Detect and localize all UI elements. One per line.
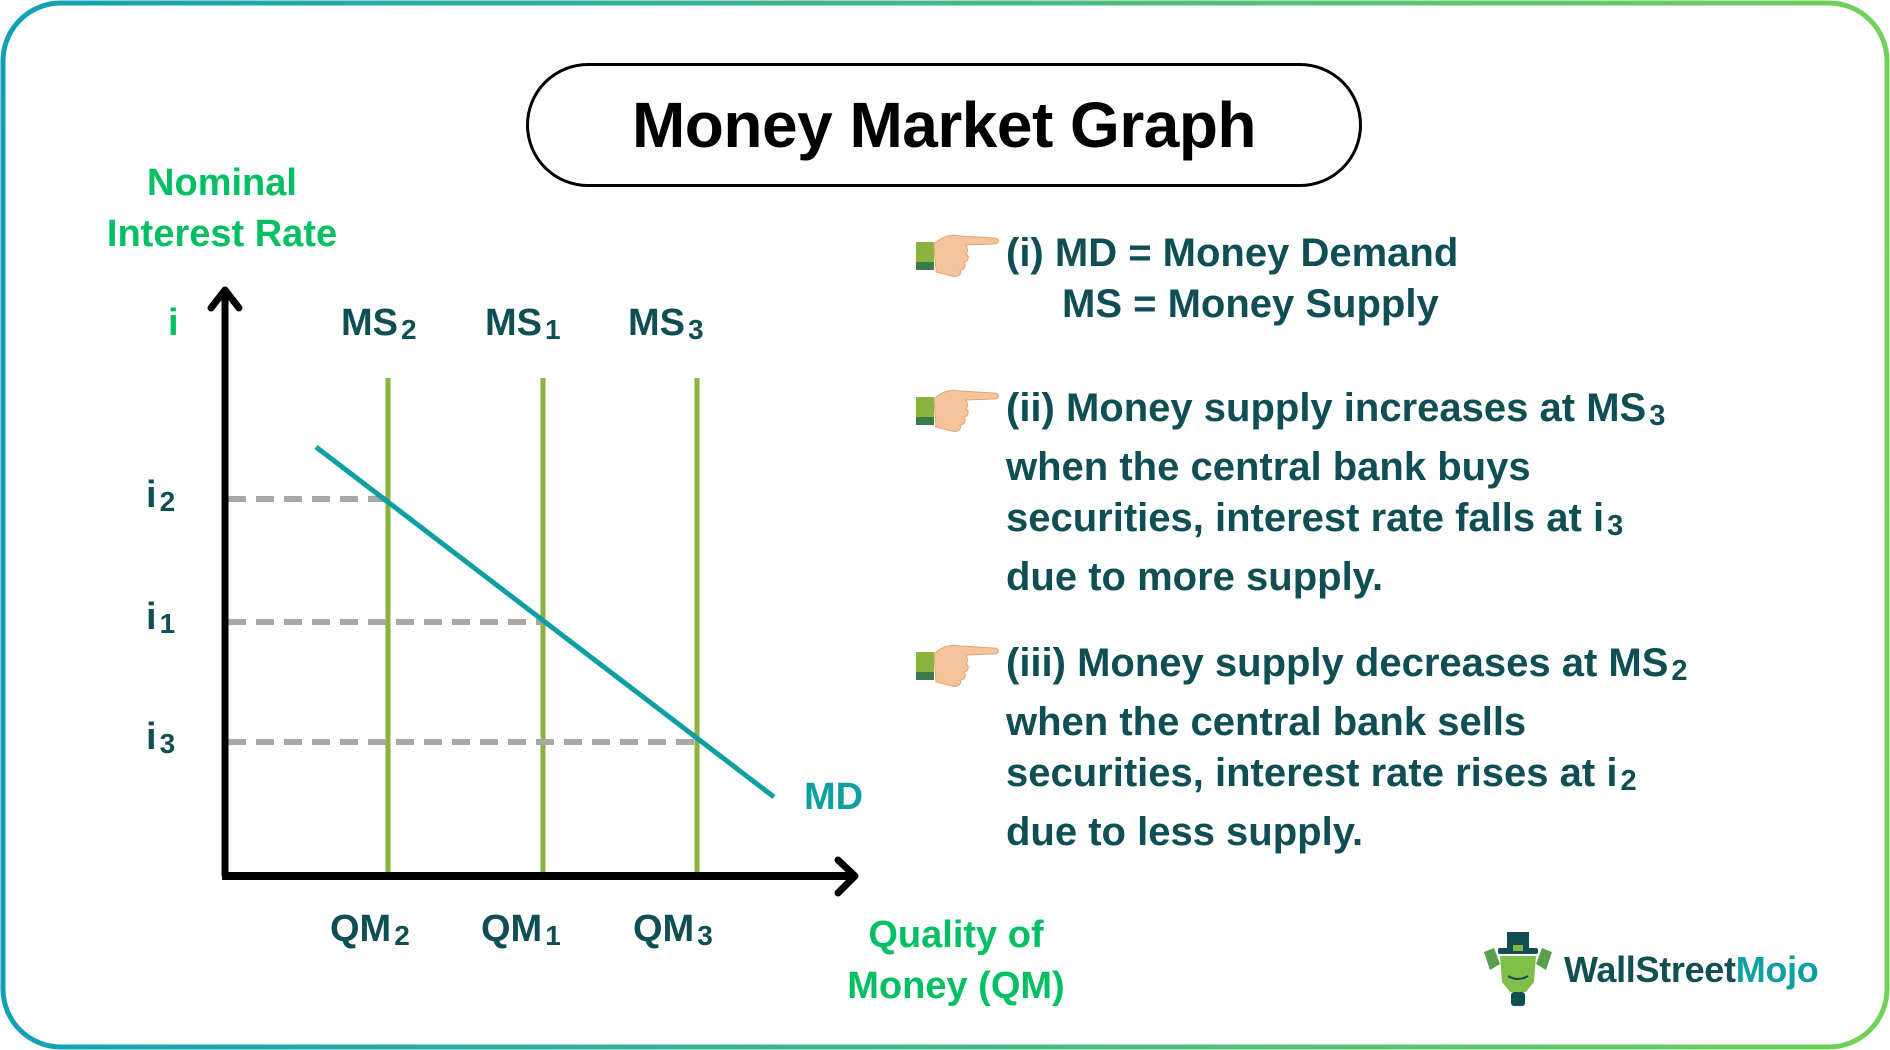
pointing-hand-icon <box>916 644 999 687</box>
note-2-line-2: when the central bank buys <box>1006 445 1531 489</box>
page-title: Money Market Graph <box>631 89 1257 161</box>
x-axis-title: Quality of Money (QM) <box>847 914 1065 1007</box>
md-label: MD <box>804 776 864 818</box>
y-axis-symbol: i <box>168 302 179 344</box>
note-1: (i) MD = Money Demand MS = Money Supply <box>914 228 1458 330</box>
md-line <box>314 445 776 799</box>
note-1-line-1: (i) MD = Money Demand <box>1006 231 1459 275</box>
logo-text-part2: Mojo <box>1735 949 1819 990</box>
note-1-line-2: MS = Money Supply <box>1062 282 1439 326</box>
logo-text-part1: WallStreet <box>1564 949 1736 990</box>
pointing-hand-icon <box>916 389 999 432</box>
y-axis-arrow-icon <box>207 286 243 312</box>
bull-mascot-icon <box>1484 932 1552 1006</box>
note-3-line-2: when the central bank sells <box>1006 700 1527 744</box>
y-axis-title: Nominal Interest Rate <box>106 162 338 255</box>
title-banner: Money Market Graph <box>526 63 1362 187</box>
note-2-line-4: due to more supply. <box>1006 555 1384 599</box>
wallstreetmojo-logo: WallStreetMojo <box>1480 930 1819 1010</box>
pointing-hand-icon <box>916 234 999 277</box>
x-axis-arrow-icon <box>834 856 859 897</box>
note-3-line-4: due to less supply. <box>1006 810 1364 854</box>
